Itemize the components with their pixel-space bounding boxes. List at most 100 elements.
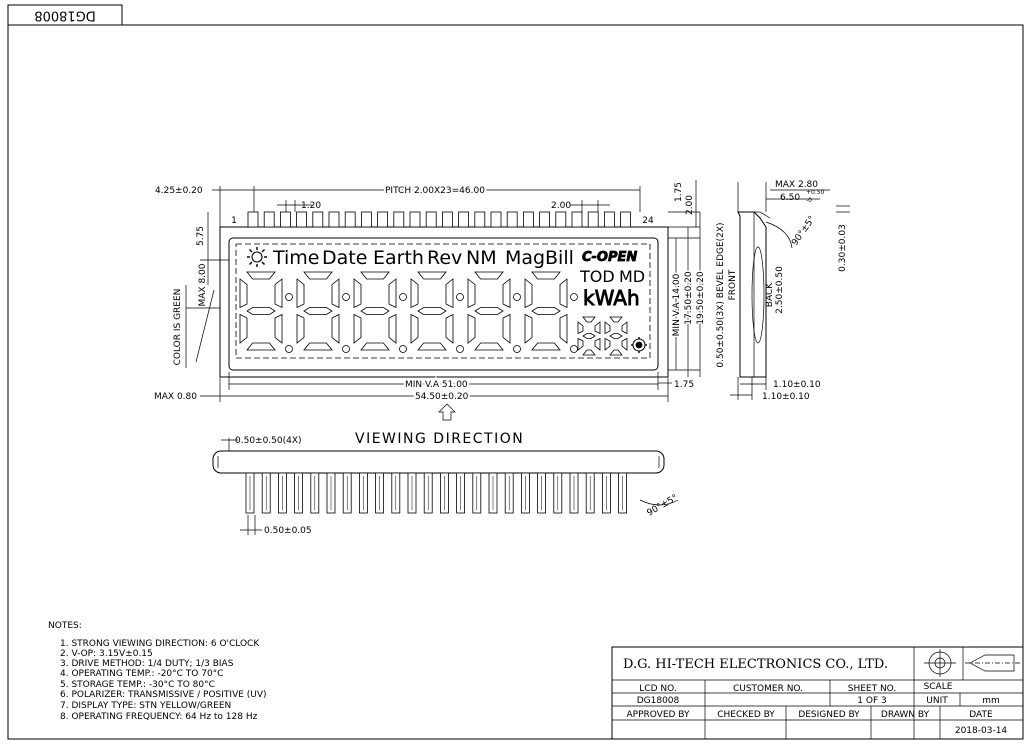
sheet-border bbox=[7, 24, 1024, 740]
big-digit bbox=[239, 271, 283, 351]
big-digit bbox=[353, 271, 397, 351]
note-4: 4. OPERATING TEMP.: -20°C TO 70°C bbox=[60, 669, 223, 679]
digit-segment bbox=[604, 321, 611, 335]
top-pin bbox=[425, 211, 437, 228]
drawing-code-tab-text: DG18008 bbox=[34, 8, 95, 23]
dim-bevel: 0.50±0.50(3X) BEVEL EDGE(2X) bbox=[716, 222, 726, 367]
top-pin bbox=[523, 211, 534, 228]
digit-segment bbox=[577, 337, 584, 351]
digit-segment bbox=[621, 321, 628, 335]
digit-segment bbox=[246, 271, 276, 280]
third-angle-projection-icon bbox=[924, 649, 1020, 677]
note-3: 3. DRIVE METHOD: 1/4 DUTY; 1/3 BIAS bbox=[60, 659, 234, 669]
top-pin-row bbox=[247, 211, 631, 228]
unit-value: mm bbox=[982, 696, 1000, 706]
dim-width-5450: 54.50±0.20 bbox=[415, 392, 469, 402]
top-pin bbox=[458, 211, 470, 228]
decimal-dot bbox=[456, 345, 464, 353]
active-area-dashed bbox=[235, 243, 651, 359]
top-pin bbox=[409, 211, 421, 228]
digit-segment bbox=[531, 307, 561, 315]
digit-segment bbox=[353, 278, 362, 309]
icon-copen: C-OPEN bbox=[582, 250, 637, 265]
digit-segment bbox=[239, 313, 248, 344]
big-digit bbox=[410, 271, 454, 351]
digit-segment bbox=[331, 313, 340, 344]
digit-segment bbox=[360, 342, 390, 351]
digit-segment bbox=[582, 349, 596, 356]
small-seven-segment-digits bbox=[577, 316, 628, 356]
top-pin bbox=[604, 211, 615, 228]
digit-segment bbox=[274, 313, 283, 344]
dim-top-175: 1.75 bbox=[674, 182, 684, 202]
lcd-no-value: DG18008 bbox=[637, 696, 680, 706]
drawn-by-label: DRAWN BY bbox=[881, 710, 930, 720]
top-pin bbox=[490, 211, 502, 228]
digit-segment bbox=[303, 271, 333, 280]
icon-date: Date bbox=[322, 247, 367, 269]
colon-dot bbox=[513, 293, 521, 301]
sun-icon bbox=[247, 247, 267, 267]
top-pin bbox=[571, 211, 583, 228]
top-pin bbox=[263, 211, 275, 228]
big-digit bbox=[467, 271, 511, 351]
top-pin bbox=[377, 211, 389, 228]
small-digit bbox=[604, 316, 628, 356]
dim-pin-len: 6.50 bbox=[780, 193, 800, 203]
right-dimensions: MIN V.A 14.00 17.50±0.20 19.50±0.20 bbox=[668, 212, 708, 377]
digit-segment bbox=[388, 313, 397, 344]
dim-front-pin-note: 0.50±0.50(4X) bbox=[235, 436, 302, 446]
digit-segment bbox=[410, 278, 419, 309]
digit-segment bbox=[467, 278, 476, 309]
unit-label: UNIT bbox=[926, 696, 948, 706]
note-2: 2. V-OP: 3.15V±0.15 bbox=[60, 649, 153, 659]
digit-segment bbox=[502, 278, 511, 309]
dim-pin-pitch: 2.00 bbox=[551, 201, 571, 211]
company-name: D.G. HI-TECH ELECTRONICS CO., LTD. bbox=[623, 657, 888, 672]
designed-by-label: DESIGNED BY bbox=[798, 710, 860, 720]
side-view: 90°±5° MAX 2.80 6.50 +0.50 -0 0.30±0.03 … bbox=[716, 180, 850, 402]
digit-segment bbox=[609, 333, 623, 339]
dim-pin-offset: 4.25±0.20 bbox=[155, 186, 203, 196]
digit-segment bbox=[331, 278, 340, 309]
digit-segment bbox=[274, 278, 283, 309]
digit-segment bbox=[467, 313, 476, 344]
top-pin bbox=[247, 211, 259, 228]
top-pin bbox=[328, 211, 340, 228]
dim-left-575: 5.75 bbox=[196, 226, 206, 246]
digit-segment bbox=[445, 278, 454, 309]
date-label: DATE bbox=[969, 710, 993, 720]
top-pin bbox=[344, 211, 356, 228]
viewing-direction-label: VIEWING DIRECTION bbox=[355, 431, 524, 447]
dim-pin-thick: 0.30±0.03 bbox=[838, 224, 848, 272]
bottom-dimensions: MIN V.A 51.00 1.75 54.50±0.20 MAX 0.80 bbox=[154, 372, 694, 404]
note-5: 5. STORAGE TEMP.: -30°C TO 80°C bbox=[60, 680, 215, 690]
note-7: 7. DISPLAY TYPE: STN YELLOW/GREEN bbox=[60, 701, 231, 711]
notes-heading: NOTES: bbox=[48, 621, 82, 631]
icon-md: MD bbox=[619, 267, 645, 286]
top-pin bbox=[620, 211, 631, 228]
digit-segment bbox=[582, 333, 596, 339]
digit-segment bbox=[246, 307, 276, 315]
dim-angle: 90°±5° bbox=[790, 214, 818, 247]
digit-segment bbox=[410, 313, 419, 344]
digit-segment bbox=[577, 321, 584, 335]
digit-segment bbox=[303, 307, 333, 315]
dim-min-va-w: MIN V.A 51.00 bbox=[405, 380, 468, 390]
decimal-dot bbox=[342, 345, 350, 353]
icon-tod: TOD bbox=[579, 267, 615, 286]
top-pin bbox=[587, 211, 599, 228]
top-dimensions: PITCH 2.00X23=46.00 4.25±0.20 1.20 2.00 … bbox=[155, 180, 700, 228]
decimal-dot bbox=[513, 345, 521, 353]
digit-segment bbox=[296, 313, 305, 344]
digit-segment bbox=[417, 271, 447, 280]
sheet-no-value: 1 OF 3 bbox=[857, 696, 886, 706]
drawing-code-tab: DG18008 bbox=[7, 4, 123, 26]
dim-pitch: PITCH 2.00X23=46.00 bbox=[385, 186, 485, 196]
top-pin bbox=[393, 211, 405, 228]
top-pin bbox=[360, 211, 372, 228]
digit-segment bbox=[388, 278, 397, 309]
digit-segment bbox=[531, 342, 561, 351]
dim-side-110b: 1.10±0.10 bbox=[762, 392, 810, 402]
digit-segment bbox=[609, 316, 623, 323]
